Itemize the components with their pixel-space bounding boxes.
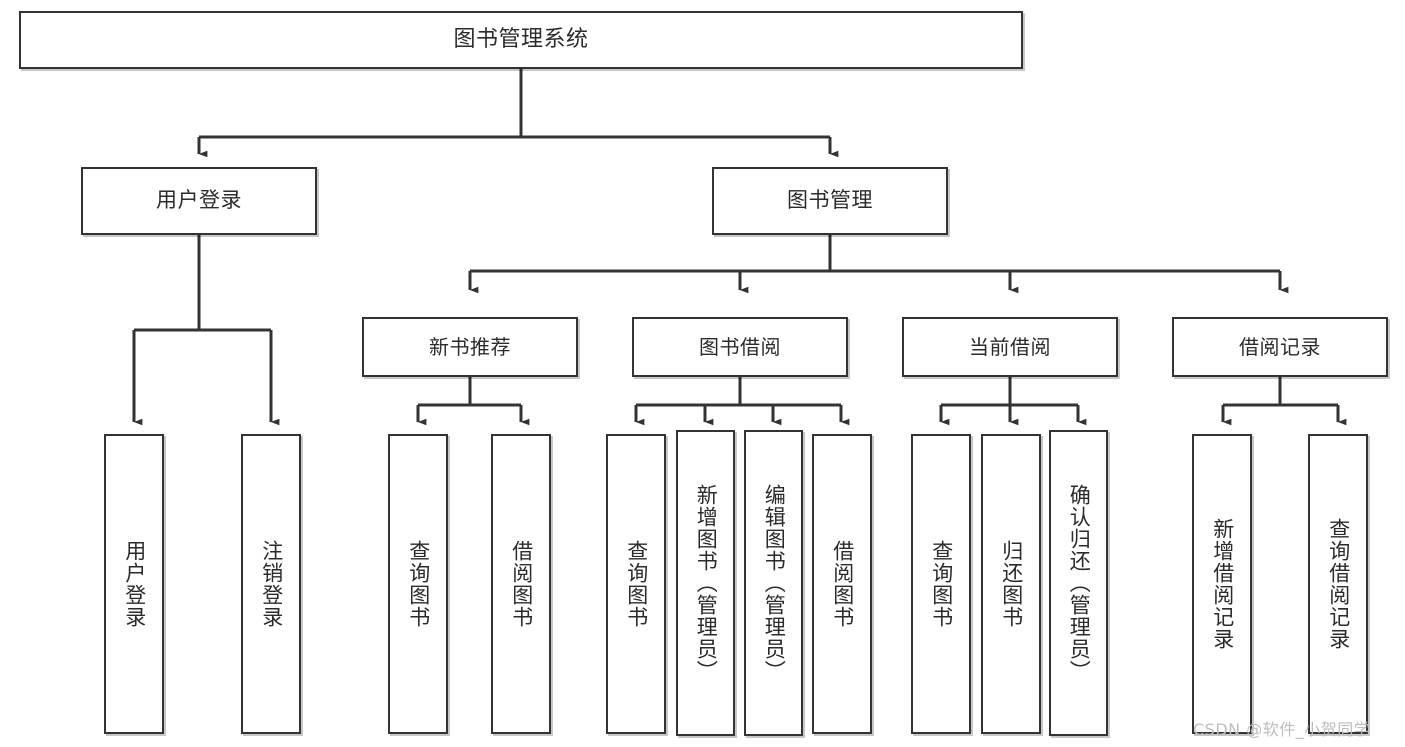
- node-label: 当前借阅: [969, 335, 1051, 359]
- node-leaf-borrow-book-recommend[interactable]: 借阅图书: [491, 434, 551, 734]
- node-leaf-add-borrow-record[interactable]: 新增借阅记录: [1192, 434, 1252, 734]
- node-label: 归还图书: [999, 540, 1024, 628]
- node-book-manage[interactable]: 图书管理: [712, 167, 948, 235]
- node-leaf-query-book-current[interactable]: 查询图书: [911, 434, 971, 734]
- node-leaf-user-login[interactable]: 用户登录: [104, 434, 164, 734]
- node-label: 注销登录: [259, 540, 284, 628]
- node-leaf-query-book-recommend[interactable]: 查询图书: [388, 434, 448, 734]
- node-label: 编辑图书（管理员）: [762, 484, 787, 682]
- node-label: 借阅记录: [1239, 335, 1321, 359]
- node-leaf-add-book-admin[interactable]: 新增图书（管理员）: [676, 430, 735, 736]
- node-leaf-return-book[interactable]: 归还图书: [981, 434, 1041, 734]
- node-leaf-borrow-book[interactable]: 借阅图书: [812, 434, 872, 734]
- node-current-borrow[interactable]: 当前借阅: [902, 317, 1118, 377]
- node-label: 查询图书: [929, 540, 954, 628]
- node-label: 查询图书: [406, 540, 431, 628]
- node-label: 查询图书: [624, 540, 649, 628]
- node-label: 借阅图书: [830, 540, 855, 628]
- node-label: 新书推荐: [429, 335, 511, 359]
- node-label: 用户登录: [122, 540, 147, 628]
- node-book-borrow[interactable]: 图书借阅: [632, 317, 848, 377]
- node-leaf-edit-book-admin[interactable]: 编辑图书（管理员）: [744, 430, 803, 736]
- node-label: 图书管理系统: [453, 26, 589, 52]
- node-label: 用户登录: [156, 188, 242, 213]
- node-leaf-query-borrow-record[interactable]: 查询借阅记录: [1308, 434, 1368, 734]
- node-user-login[interactable]: 用户登录: [81, 167, 317, 235]
- node-label: 新增图书（管理员）: [694, 484, 719, 682]
- node-label: 图书借阅: [699, 335, 781, 359]
- node-label: 图书管理: [787, 188, 873, 213]
- node-leaf-confirm-return-admin[interactable]: 确认归还（管理员）: [1049, 430, 1108, 736]
- node-label: 确认归还（管理员）: [1067, 484, 1092, 682]
- node-root-book-management-system[interactable]: 图书管理系统: [19, 11, 1023, 69]
- node-label: 借阅图书: [509, 540, 534, 628]
- node-label: 查询借阅记录: [1326, 518, 1351, 650]
- node-new-book-recommend[interactable]: 新书推荐: [362, 317, 578, 377]
- csdn-watermark: CSDN @软件_小贺同学: [1193, 720, 1371, 739]
- node-leaf-logout-login[interactable]: 注销登录: [241, 434, 301, 734]
- node-label: 新增借阅记录: [1210, 518, 1235, 650]
- node-borrow-record[interactable]: 借阅记录: [1172, 317, 1388, 377]
- node-leaf-query-book-borrow[interactable]: 查询图书: [606, 434, 666, 734]
